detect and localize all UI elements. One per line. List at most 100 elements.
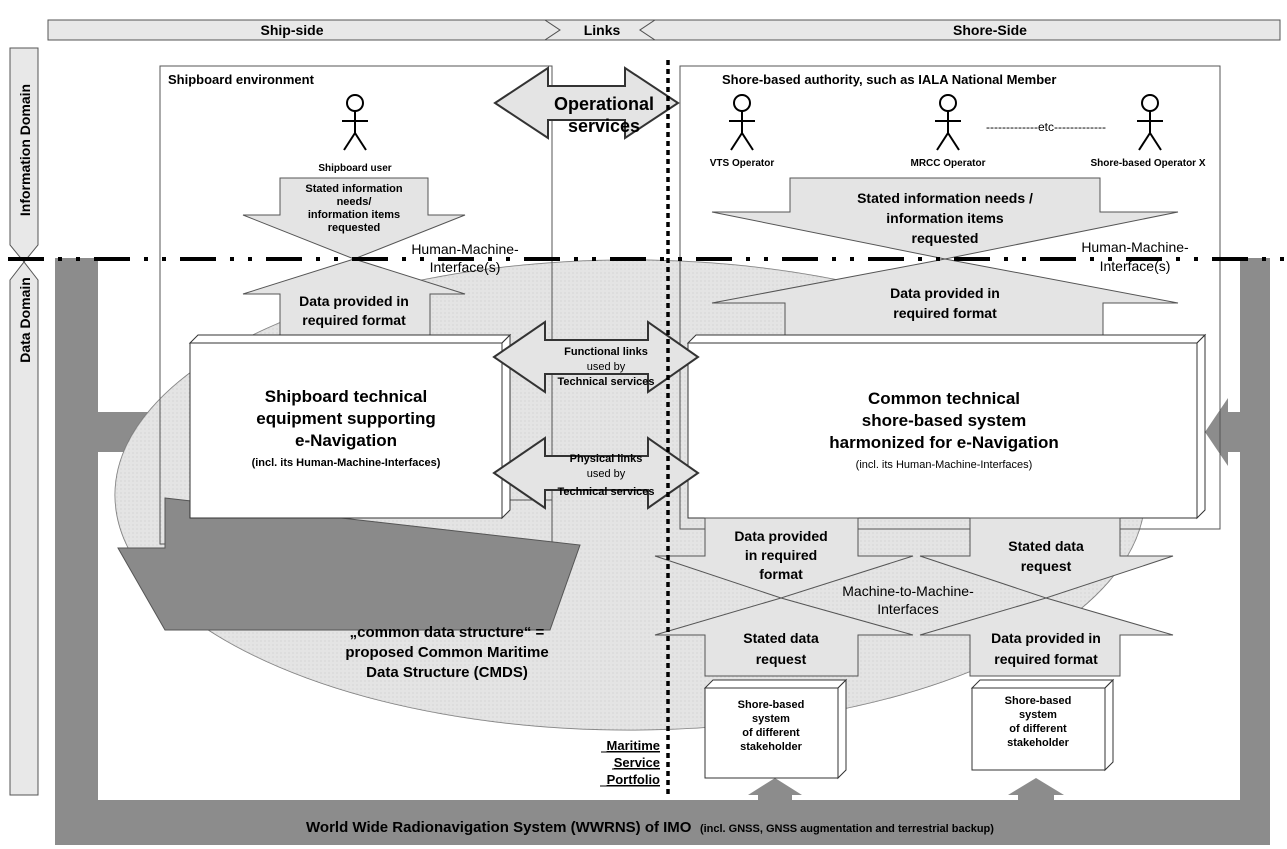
operator-x-label: Shore-based Operator X (1090, 158, 1205, 169)
wwrns-up-arrow-right (1008, 778, 1064, 800)
wwrns-up-arrow-left (748, 778, 802, 800)
operational-services-arrow (493, 66, 680, 140)
shipboard-equipment-line-1: Shipboard technical (265, 387, 427, 406)
shore-hmi-line-2: Interface(s) (1100, 258, 1171, 274)
links-label: Links (584, 22, 621, 38)
shore-data-line-2: required format (893, 305, 997, 321)
m2m-right-bottom-line-1: Data provided in (991, 630, 1101, 646)
stakeholder-right-top (970, 679, 1115, 689)
stakeholder-box-left: Shore-based system of different stakehol… (703, 678, 848, 780)
wwrns-right-arrow (1205, 398, 1240, 466)
shore-side-label: Shore-Side (953, 22, 1027, 38)
ship-data-line-2: required format (302, 312, 406, 328)
msp-line-2: Service (614, 755, 660, 770)
shore-needs-line-1: Stated information needs / (857, 190, 1033, 206)
shore-system-sub: (incl. its Human-Machine-Interfaces) (856, 459, 1033, 471)
stakeholder-right-line-3: of different (1009, 723, 1067, 735)
ship-needs-line-3: information items (308, 209, 400, 221)
stakeholder-right-line-1: Shore-based (1005, 695, 1072, 707)
shore-system-front (687, 342, 1198, 519)
wwrns-sub: (incl. GNSS, GNSS augmentation and terre… (700, 823, 994, 835)
m2m-right-bottom-arrow (919, 597, 1174, 677)
ship-needs-arrow (242, 177, 466, 260)
shore-system-top (686, 334, 1207, 344)
shore-system-box: Common technical shore-based system harm… (686, 333, 1207, 520)
shipboard-equipment-top (188, 334, 512, 344)
ship-needs-text: Stated information needs/ information it… (305, 183, 402, 234)
m2m-left-top-line-3: format (759, 566, 803, 582)
ship-hull (117, 497, 581, 631)
shore-needs-text: Stated information needs / information i… (857, 190, 1033, 246)
shipboard-equipment-line-2: equipment supporting (256, 409, 435, 428)
msp-line-1: Maritime (607, 738, 660, 753)
physical-links-arrow (492, 436, 700, 510)
ship-needs-line-1: Stated information (305, 183, 402, 195)
shore-side-band (639, 19, 1281, 41)
shore-system-line-3: harmonized for e-Navigation (829, 433, 1059, 452)
functional-links-arrow (492, 320, 700, 394)
m2m-right-top-line-1: Stated data (1008, 538, 1084, 554)
header-band: Ship-side Links Shore-Side (47, 19, 1281, 41)
stakeholder-left-top (703, 679, 848, 689)
stakeholder-box-right: Shore-based system of different stakehol… (970, 678, 1115, 772)
shore-authority-box (679, 65, 1221, 530)
shore-authority-title: Shore-based authority, such as IALA Nati… (722, 72, 1056, 87)
data-domain-band (9, 261, 39, 796)
stakeholder-right-front (971, 687, 1106, 771)
shipboard-equipment-sub: (incl. its Human-Machine-Interfaces) (252, 457, 441, 469)
ship-needs-line-2: needs/ (337, 196, 372, 208)
stakeholder-left-line-4: stakeholder (740, 741, 802, 753)
stakeholder-right-side (1104, 678, 1114, 772)
m2m-label-line-1: Machine-to-Machine- (842, 583, 974, 599)
shore-needs-line-3: requested (912, 230, 979, 246)
msp-underlines (600, 751, 660, 787)
domain-bar: Information Domain Data Domain (9, 47, 39, 796)
m2m-left-top-arrow (654, 517, 914, 599)
m2m-left-bottom-line-2: request (756, 651, 807, 667)
shipboard-equipment-box: Shipboard technical equipment supporting… (188, 333, 512, 520)
stakeholder-left-line-3: of different (742, 727, 800, 739)
physical-links-title: Physical links (570, 453, 643, 465)
wwrns-main: World Wide Radionavigation System (WWRNS… (306, 819, 692, 836)
shore-needs-line-2: information items (886, 210, 1004, 226)
ship-data-line-1: Data provided in (299, 293, 409, 309)
msp-line-3: Portfolio (607, 772, 660, 787)
m2m-right-top-arrow (919, 517, 1174, 599)
operational-services-line-1: Operational (554, 94, 654, 114)
vts-operator-label: VTS Operator (710, 158, 775, 169)
stakeholder-left-line-2: system (752, 713, 790, 725)
shore-hmi-label: Human-Machine- Interface(s) (1081, 239, 1189, 274)
shore-system-side (1196, 333, 1206, 520)
vts-operator-figure (729, 94, 755, 151)
m2m-right-top-line-2: request (1021, 558, 1072, 574)
m2m-label-line-2: Interfaces (877, 601, 938, 617)
ship-needs-line-4: requested (328, 222, 381, 234)
m2m-right-bottom-line-2: required format (994, 651, 1098, 667)
cmds-line-1: „common data structure“ = (350, 624, 545, 641)
m2m-left-top-line-2: in required (745, 547, 817, 563)
operator-x-figure (1137, 94, 1163, 151)
shipboard-user-label: Shipboard user (318, 163, 391, 174)
physical-links-used-by: used by (587, 468, 626, 480)
mrcc-operator-figure (935, 94, 961, 151)
stakeholder-right-line-2: system (1019, 709, 1057, 721)
operators-etc: -------------etc------------- (986, 120, 1106, 134)
shore-data-text: Data provided in required format (890, 285, 1000, 321)
cmds-line-2: proposed Common Maritime (345, 644, 548, 661)
functional-links-by: Technical services (557, 376, 654, 388)
operational-services-line-2: services (568, 116, 640, 136)
ship-hmi-line-1: Human-Machine- (411, 241, 519, 257)
ship-side-label: Ship-side (260, 22, 323, 38)
ship-hmi-line-2: Interface(s) (430, 259, 501, 275)
wwrns-label: World Wide Radionavigation System (WWRNS… (306, 819, 994, 836)
information-domain-label: Information Domain (17, 84, 33, 216)
shore-data-line-1: Data provided in (890, 285, 1000, 301)
shipboard-equipment-front (189, 342, 503, 519)
stakeholder-left-front (704, 687, 839, 779)
ship-data-text: Data provided in required format (299, 293, 409, 328)
shore-hmi-line-1: Human-Machine- (1081, 239, 1189, 255)
m2m-left-top-line-1: Data provided (734, 528, 827, 544)
functional-links-title: Functional links (564, 346, 648, 358)
shipboard-user-figure (342, 94, 368, 151)
